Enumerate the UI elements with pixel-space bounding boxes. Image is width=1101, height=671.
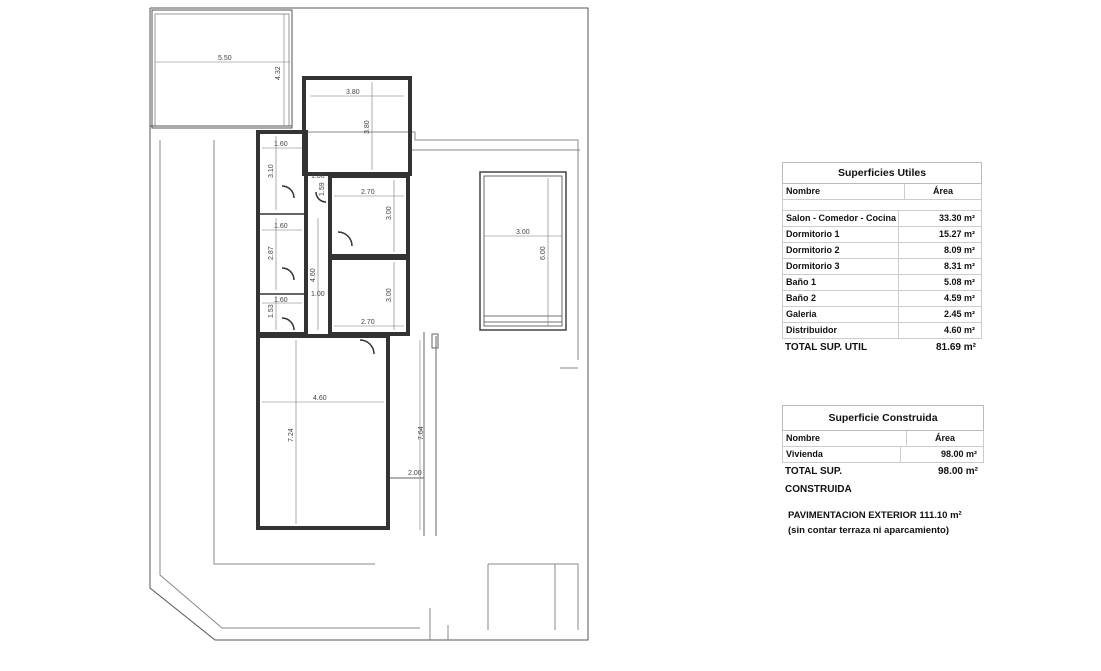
superficie-construida-table: Superficie Construida Nombre Área Vivien… (782, 405, 984, 495)
table-row: Vivienda 98.00 m² (782, 447, 984, 463)
dim-label: 5.50 (218, 55, 232, 62)
dim-label: 4.32 (275, 66, 282, 80)
row-name: Distribuidor (783, 323, 899, 338)
dim-label: 1.00 (311, 173, 325, 180)
table-row: Baño 1 5.08 m² (782, 275, 982, 291)
pavimentacion-note: PAVIMENTACION EXTERIOR 111.10 m² (sin co… (788, 508, 962, 538)
total-label: TOTAL SUP. CONSTRUIDA (785, 466, 852, 495)
dim-label: 1.60 (274, 223, 288, 230)
table-row: Distribuidor 4.60 m² (782, 323, 982, 339)
table-row: Baño 2 4.59 m² (782, 291, 982, 307)
dim-label: 4.60 (313, 395, 327, 402)
total-value: 98.00 m² (937, 466, 978, 477)
table-header: Nombre Área (782, 183, 982, 200)
dim-label: 3.80 (346, 89, 360, 96)
dim-label: 7.24 (288, 428, 295, 442)
table-row: Dormitorio 2 8.09 m² (782, 243, 982, 259)
dim-label: 2.70 (361, 189, 375, 196)
dim-label: 1.00 (311, 291, 325, 298)
row-area: 33.30 m² (938, 213, 975, 223)
table-title: Superficies Utiles (782, 162, 982, 183)
dim-label: 3.00 (386, 206, 393, 220)
row-name: Vivienda (783, 447, 901, 462)
row-area: 15.27 m² (938, 229, 975, 239)
dim-label: 1.59 (319, 182, 326, 196)
dim-label: 6.00 (540, 246, 547, 260)
row-area: 98.00 m² (940, 449, 977, 459)
row-name: Dormitorio 2 (783, 243, 899, 258)
row-area: 8.31 m² (943, 261, 975, 271)
header-area: Área (934, 433, 955, 443)
row-area: 2.45 m² (943, 309, 975, 319)
dim-label: 3.00 (386, 288, 393, 302)
dim-label: 1.60 (274, 297, 288, 304)
table-row: Dormitorio 1 15.27 m² (782, 227, 982, 243)
row-name: Baño 1 (783, 275, 899, 290)
dim-label: 2.00 (408, 470, 422, 477)
table-total: TOTAL SUP. UTIL 81.69 m² (782, 339, 982, 357)
pool (479, 171, 567, 331)
dim-label: 3.80 (364, 120, 371, 134)
dim-label: 2.70 (361, 319, 375, 326)
table-title: Superficie Construida (782, 405, 984, 430)
table-total: TOTAL SUP. CONSTRUIDA 98.00 m² (782, 463, 984, 495)
dim-label: 2.87 (268, 246, 275, 260)
plot-boundary (149, 7, 589, 641)
row-area: 5.08 m² (943, 277, 975, 287)
row-name: Dormitorio 1 (783, 227, 899, 242)
floor-plan: 5.50 4.32 3.80 3.80 1.60 3.10 1.00 1.59 … (149, 7, 589, 641)
header-name: Nombre (783, 184, 905, 199)
terrace-outline (151, 9, 293, 129)
total-value: 81.69 m² (935, 342, 976, 353)
total-label: TOTAL SUP. UTIL (785, 342, 868, 353)
row-name: Dormitorio 3 (783, 259, 899, 274)
dim-label: 1.53 (268, 304, 275, 318)
table-header: Nombre Área (782, 430, 984, 447)
table-gap (782, 200, 982, 210)
row-name: Salon - Comedor - Cocina (783, 211, 899, 226)
pavimentacion-line1: PAVIMENTACION EXTERIOR 111.10 m² (788, 510, 962, 521)
row-area: 4.60 m² (943, 325, 975, 335)
table-row: Dormitorio 3 8.31 m² (782, 259, 982, 275)
pavimentacion-line2: (sin contar terraza ni aparcamiento) (788, 525, 950, 536)
dim-label: 3.10 (268, 164, 275, 178)
dim-label: 1.60 (274, 141, 288, 148)
row-name: Galeria (783, 307, 899, 322)
dim-label: 7.64 (418, 426, 425, 440)
superficies-utiles-table: Superficies Utiles Nombre Área Salon - C… (782, 162, 982, 357)
dim-label: 3.00 (516, 229, 530, 236)
table-row: Salon - Comedor - Cocina 33.30 m² (782, 210, 982, 227)
row-area: 4.59 m² (943, 293, 975, 303)
row-area: 8.09 m² (943, 245, 975, 255)
row-name: Baño 2 (783, 291, 899, 306)
header-name: Nombre (783, 431, 907, 446)
header-area: Área (932, 186, 953, 196)
dim-label: 4.60 (310, 268, 317, 282)
table-row: Galeria 2.45 m² (782, 307, 982, 323)
